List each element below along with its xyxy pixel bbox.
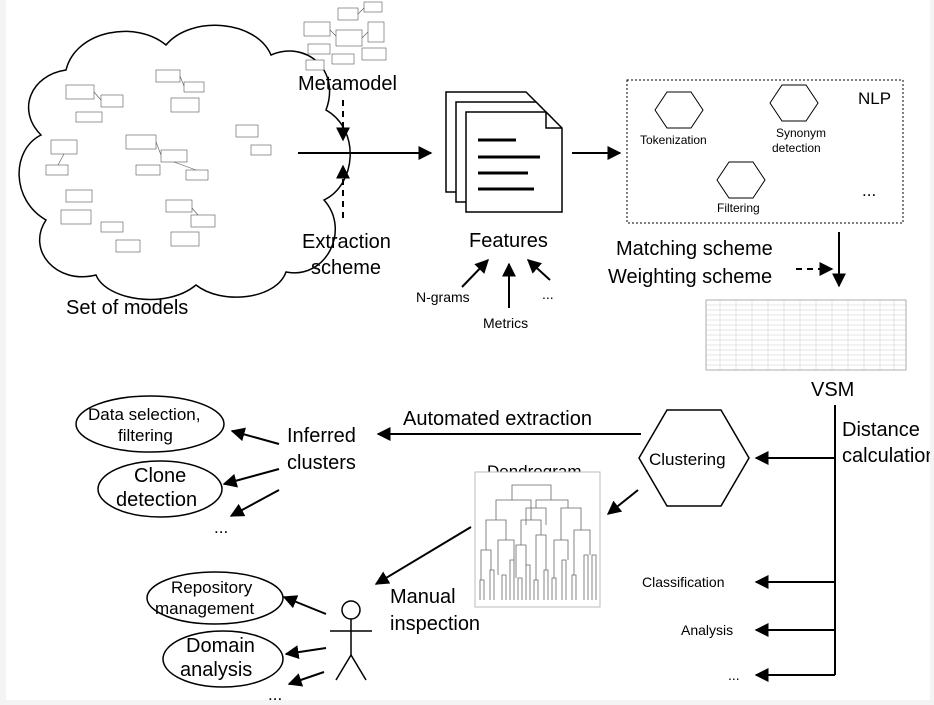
domain-analysis-ellipse xyxy=(162,630,284,688)
distance-label-line2: calculation xyxy=(842,445,930,467)
metamodel-thumbnail xyxy=(303,1,387,71)
data-selection-line2: filtering xyxy=(118,426,173,445)
diagram-canvas: Set of models Metamodel Extraction schem… xyxy=(6,0,930,700)
domain-analysis-line1: Domain xyxy=(186,635,255,657)
repository-ellipse xyxy=(146,571,284,625)
inferred-label-line2: clusters xyxy=(287,452,356,474)
data-selection-ellipse xyxy=(75,395,225,453)
ngrams-arrow xyxy=(461,258,489,288)
clone-detection-line1: Clone xyxy=(134,465,186,487)
ngrams-label: N-grams xyxy=(416,289,470,305)
to-repository-arrow xyxy=(282,595,327,615)
workflow-diagram: Set of models Metamodel Extraction schem… xyxy=(18,1,930,700)
synonym-label-line2: detection xyxy=(772,141,821,155)
analysis-label: Analysis xyxy=(681,622,733,638)
to-more-manual-arrow xyxy=(287,671,325,687)
features-more: ... xyxy=(542,286,554,302)
features-stack-icon xyxy=(445,91,563,213)
weighting-scheme-label: Weighting scheme xyxy=(608,266,772,288)
filtering-label: Filtering xyxy=(717,201,760,215)
dendrogram-to-person-arrow xyxy=(374,526,472,585)
clustering-hexagon xyxy=(638,409,750,507)
tokenization-label: Tokenization xyxy=(640,133,707,147)
to-clone-detection-arrow xyxy=(222,468,280,488)
matching-scheme-label: Matching scheme xyxy=(616,238,773,260)
inferred-label-line1: Inferred xyxy=(287,425,356,447)
dendrogram-tree xyxy=(479,484,597,600)
vsm-matrix xyxy=(705,299,907,371)
clustering-to-dendrogram-arrow xyxy=(606,489,639,515)
analyst-person-icon xyxy=(330,600,372,681)
features-label: Features xyxy=(469,230,548,252)
clone-detection-ellipse xyxy=(97,460,223,518)
manual-label-line2: inspection xyxy=(390,613,480,635)
repository-line1: Repository xyxy=(171,578,253,597)
models-caption: Set of models xyxy=(66,297,188,319)
distance-label-line1: Distance xyxy=(842,419,920,441)
extraction-label-line1: Extraction xyxy=(302,231,391,253)
nlp-more: ... xyxy=(862,181,876,200)
to-domain-analysis-arrow xyxy=(284,645,327,660)
inferred-more: ... xyxy=(214,518,228,537)
manual-label-line1: Manual xyxy=(390,586,456,608)
synonym-hexagon xyxy=(769,84,819,122)
domain-analysis-line2: analysis xyxy=(180,659,252,681)
metrics-label: Metrics xyxy=(483,315,528,331)
nlp-title: NLP xyxy=(858,89,891,108)
manual-more: ... xyxy=(268,685,282,700)
model-cloud: Set of models xyxy=(18,24,351,319)
vsm-label: VSM xyxy=(811,379,854,401)
to-more-inferred-arrow xyxy=(229,489,280,517)
more-features-arrow xyxy=(526,259,551,281)
repository-line2: management xyxy=(155,599,255,618)
to-data-selection-arrow xyxy=(230,427,280,445)
classification-label: Classification xyxy=(642,574,724,590)
synonym-label-line1: Synonym xyxy=(776,126,826,140)
metamodel-label: Metamodel xyxy=(298,73,397,95)
tokenization-hexagon xyxy=(654,91,704,129)
outputs-more: ... xyxy=(728,667,740,683)
mini-model-diagrams xyxy=(45,69,272,253)
automated-extraction-label: Automated extraction xyxy=(403,408,592,430)
dendrogram-frame xyxy=(474,471,601,608)
data-selection-line1: Data selection, xyxy=(88,405,200,424)
filtering-hexagon xyxy=(716,161,766,199)
clone-detection-line2: detection xyxy=(116,489,197,511)
extraction-label-line2: scheme xyxy=(311,257,381,279)
clustering-label: Clustering xyxy=(649,450,726,469)
